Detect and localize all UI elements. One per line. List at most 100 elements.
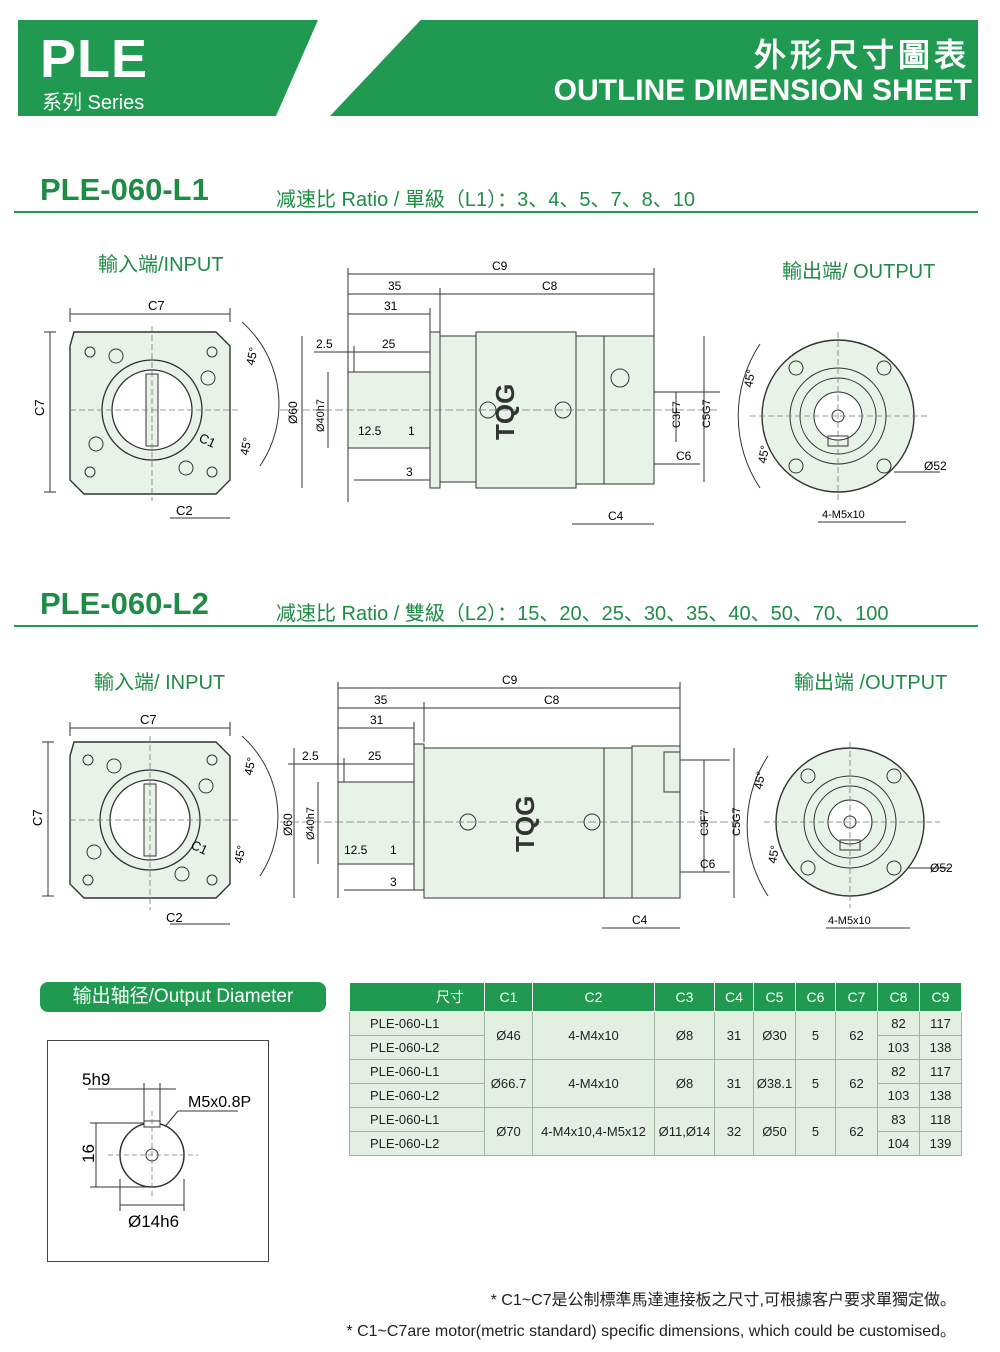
shaft-diameter: Ø14h6 xyxy=(128,1212,179,1231)
dim-dia52: Ø52 xyxy=(924,459,947,473)
th-c3: C3 xyxy=(654,982,715,1012)
dim-3-l2: 3 xyxy=(390,875,397,889)
cell-c5: Ø38.1 xyxy=(753,1059,796,1108)
series-code: PLE xyxy=(40,29,149,89)
cell-c9: 118 xyxy=(919,1107,962,1132)
table-header-row: 尺寸 C1 C2 C3 C4 C5 C6 C7 C8 C9 xyxy=(349,982,962,1012)
cell-model: PLE-060-L2 xyxy=(349,1083,485,1108)
input-label-l2: 輸入端/ INPUT xyxy=(94,672,226,694)
cell-c3: Ø11,Ø14 xyxy=(654,1107,715,1156)
dim-c7-side-l2: C7 xyxy=(30,809,45,826)
dim-12-5: 12.5 xyxy=(358,424,382,438)
dim-dia52-l2: Ø52 xyxy=(930,861,953,875)
cell-c4: 32 xyxy=(714,1107,754,1156)
angle-label-out-bottom-l2: 45° xyxy=(765,844,782,865)
dim-35-l2: 35 xyxy=(374,693,388,707)
dim-dia40: Ø40h7 xyxy=(315,399,327,432)
brand-logo-l2: TQG xyxy=(510,796,540,852)
cell-c7: 62 xyxy=(835,1059,878,1108)
dim-25-l2: 25 xyxy=(368,749,382,763)
output-label-l2: 輸出端 /OUTPUT xyxy=(794,672,948,694)
input-view-drawing-l1: C7 C7 C1 C2 45° 45° xyxy=(32,298,280,519)
cell-c9: 138 xyxy=(919,1035,962,1060)
th-size: 尺寸 xyxy=(349,982,485,1012)
dim-c5: C5G7 xyxy=(701,399,713,428)
angle-label-bottom-l2: 45° xyxy=(231,844,249,865)
output-view-drawing-l2: Ø52 4-M5x10 45° 45° xyxy=(746,742,953,929)
cell-model: PLE-060-L1 xyxy=(349,1059,485,1084)
cell-c9: 138 xyxy=(919,1083,962,1108)
dim-c7-top: C7 xyxy=(148,298,165,313)
angle-label-out-bottom: 45° xyxy=(755,444,772,465)
cell-model: PLE-060-L2 xyxy=(349,1131,485,1156)
cell-c4: 31 xyxy=(714,1011,754,1060)
cell-c7: 62 xyxy=(835,1011,878,1060)
dim-2-5-l2: 2.5 xyxy=(302,749,319,763)
dim-c9: C9 xyxy=(492,259,508,273)
dimension-table: 尺寸 C1 C2 C3 C4 C5 C6 C7 C8 C9 PLE-060-L1… xyxy=(349,982,962,1156)
dim-2-5: 2.5 xyxy=(316,337,333,351)
dim-c2-l2: C2 xyxy=(166,910,183,925)
dim-screws-l2: 4-M5x10 xyxy=(828,915,871,927)
cell-c2: 4-M4x10 xyxy=(532,1011,655,1060)
th-c2: C2 xyxy=(532,982,655,1012)
cell-c5: Ø30 xyxy=(753,1011,796,1060)
cell-c8: 82 xyxy=(877,1011,920,1036)
output-shaft-box xyxy=(47,1040,269,1262)
dim-c4-l2: C4 xyxy=(632,913,648,927)
cell-c3: Ø8 xyxy=(654,1011,715,1060)
dim-c2: C2 xyxy=(176,503,193,518)
dim-dia60-l2: Ø60 xyxy=(281,813,295,836)
output-diameter-title: 输出轴径/Output Diameter xyxy=(40,982,326,1012)
cell-c7: 62 xyxy=(835,1107,878,1156)
cell-c8: 104 xyxy=(877,1131,920,1156)
footnote-cn: * C1~C7是公制標準馬達連接板之尺寸,可根據客户要求單獨定做。 xyxy=(490,1292,956,1309)
th-c1: C1 xyxy=(484,982,533,1012)
dim-35: 35 xyxy=(388,279,402,293)
cell-model: PLE-060-L2 xyxy=(349,1035,485,1060)
cell-c8: 103 xyxy=(877,1035,920,1060)
table-row: PLE-060-L2 103 138 xyxy=(349,1035,962,1060)
cell-c1: Ø46 xyxy=(484,1011,533,1060)
angle-label-out-top-l2: 45° xyxy=(751,770,768,791)
dim-dia40-l2: Ø40h7 xyxy=(305,807,317,840)
th-c9: C9 xyxy=(919,982,962,1012)
ratio-l1: 减速比 Ratio / 單級（L1）：3、4、5、7、8、10 xyxy=(276,189,696,211)
model-title-l1: PLE-060-L1 xyxy=(40,172,209,207)
dim-c7-side: C7 xyxy=(32,399,47,416)
cell-model: PLE-060-L1 xyxy=(349,1011,485,1036)
footnote-en: * C1~C7are motor(metric standard) specif… xyxy=(346,1323,956,1340)
cell-c8: 103 xyxy=(877,1083,920,1108)
th-c7: C7 xyxy=(835,982,878,1012)
output-label-l1: 輸出端/ OUTPUT xyxy=(782,261,936,283)
cell-c8: 82 xyxy=(877,1059,920,1084)
side-view-drawing-l1: TQG C9 C8 35 31 2.5 25 12.5 1 3 Ø60 Ø40h… xyxy=(280,259,720,525)
ratio-l2: 减速比 Ratio / 雙級（L2）：15、20、25、30、35、40、50、… xyxy=(276,603,889,625)
cell-c5: Ø50 xyxy=(753,1107,796,1156)
shaft-key-width: 5h9 xyxy=(82,1070,110,1089)
th-c8: C8 xyxy=(877,982,920,1012)
table-row: PLE-060-L2 103 138 xyxy=(349,1083,962,1108)
table-row: PLE-060-L1 Ø46 4-M4x10 Ø8 31 Ø30 5 62 82… xyxy=(349,1011,962,1060)
shaft-thread: M5x0.8P xyxy=(188,1094,251,1111)
dim-1: 1 xyxy=(408,424,415,438)
dim-1-l2: 1 xyxy=(390,843,397,857)
th-c6: C6 xyxy=(795,982,836,1012)
series-banner xyxy=(18,20,318,116)
dim-c8: C8 xyxy=(542,279,558,293)
cell-c1: Ø70 xyxy=(484,1107,533,1156)
dim-c3: C3F7 xyxy=(671,401,683,428)
table-row: PLE-060-L1 Ø70 4-M4x10,4-M5x12 Ø11,Ø14 3… xyxy=(349,1107,962,1156)
table-row: PLE-060-L2 104 139 xyxy=(349,1131,962,1156)
sheet-title-cn: 外形尺寸圖表 xyxy=(753,37,970,73)
angle-label-out-top: 45° xyxy=(741,368,758,388)
cell-c6: 5 xyxy=(795,1059,836,1108)
dim-c4: C4 xyxy=(608,509,624,523)
cell-c1: Ø66.7 xyxy=(484,1059,533,1108)
dim-c1-l2: C1 xyxy=(189,837,210,858)
cell-model: PLE-060-L1 xyxy=(349,1107,485,1132)
cell-c9: 117 xyxy=(919,1059,962,1084)
cell-c2: 4-M4x10 xyxy=(532,1059,655,1108)
dim-c7-top-l2: C7 xyxy=(140,712,157,727)
shaft-key-height: 16 xyxy=(79,1144,98,1163)
